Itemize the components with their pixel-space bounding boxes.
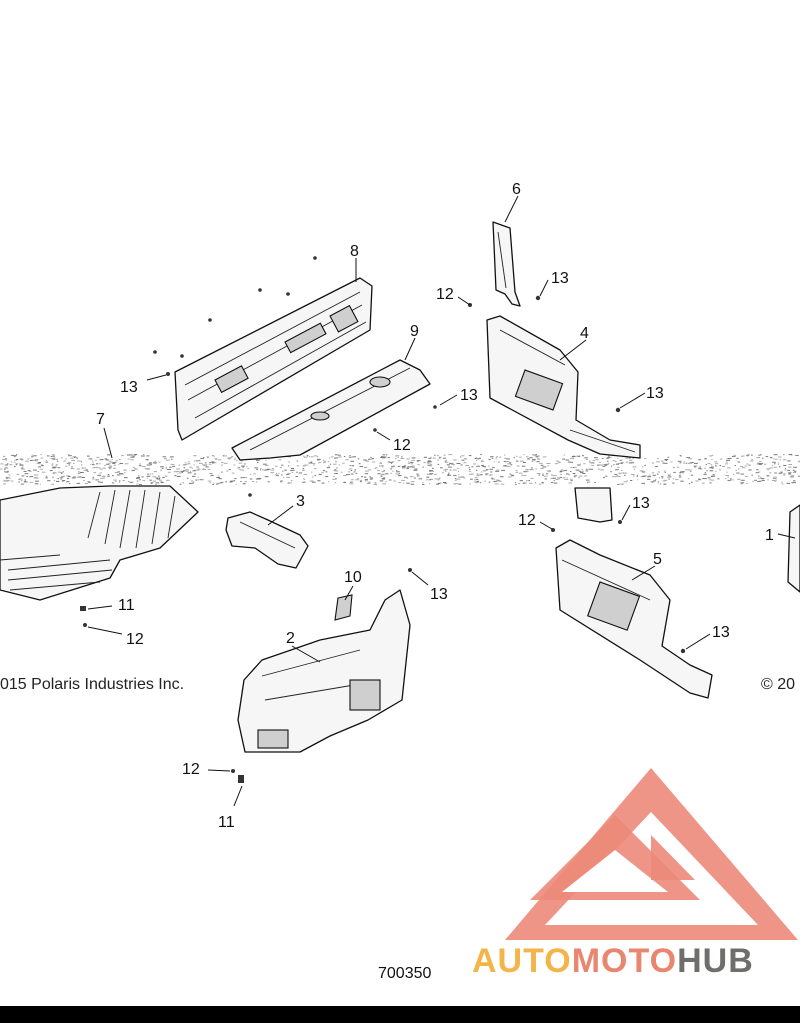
scan-noise-band: [0, 452, 800, 486]
callout-12: 12: [518, 512, 536, 529]
callout-11: 11: [118, 597, 135, 614]
part-10-clip: [334, 594, 353, 621]
callout-4: 4: [580, 325, 589, 342]
callout-13: 13: [712, 624, 730, 641]
copyright-right: © 20: [761, 676, 795, 693]
automotohub-logo: [505, 768, 798, 940]
callout-12: 12: [393, 437, 411, 454]
drawing-number: 700350: [378, 965, 431, 982]
bottom-black-bar: [0, 1006, 800, 1023]
callout-12: 12: [182, 761, 200, 778]
part-1-edge: [787, 504, 800, 593]
leader-lines: [87, 195, 796, 807]
part-8-rear-panel: [174, 277, 373, 441]
part-7-floor-pan: [0, 485, 199, 601]
callout-13: 13: [430, 586, 448, 603]
part-5-side-panel: [555, 539, 713, 699]
copyright-left: 015 Polaris Industries Inc.: [0, 676, 184, 693]
callout-7: 7: [96, 411, 105, 428]
callout-2: 2: [286, 630, 295, 647]
callout-12: 12: [126, 631, 144, 648]
callout-11: 11: [218, 814, 235, 831]
callout-3: 3: [296, 493, 305, 510]
part-3-bracket: [225, 511, 309, 569]
callout-13: 13: [120, 379, 138, 396]
watermark-text: AUTOMOTOHUB: [472, 942, 754, 980]
callout-5: 5: [653, 551, 662, 568]
part-6-bracket: [492, 221, 521, 307]
part-2-dash-panel: [237, 589, 411, 753]
part-4-side-panel: [486, 315, 641, 459]
callout-8: 8: [350, 243, 359, 260]
callout-labels: 6 8 13 12 9 4 13 13 13 7 12 3 13 12 1 5 …: [96, 181, 774, 831]
callout-1: 1: [765, 527, 774, 544]
callout-6: 6: [512, 181, 521, 198]
callout-13: 13: [646, 385, 664, 402]
callout-10: 10: [344, 569, 362, 586]
part-9-cross-member: [231, 359, 431, 461]
callout-13: 13: [551, 270, 569, 287]
callout-12: 12: [436, 286, 454, 303]
part-4-lower-stub: [574, 487, 613, 523]
callout-13: 13: [460, 387, 478, 404]
callout-13: 13: [632, 495, 650, 512]
callout-9: 9: [410, 323, 419, 340]
